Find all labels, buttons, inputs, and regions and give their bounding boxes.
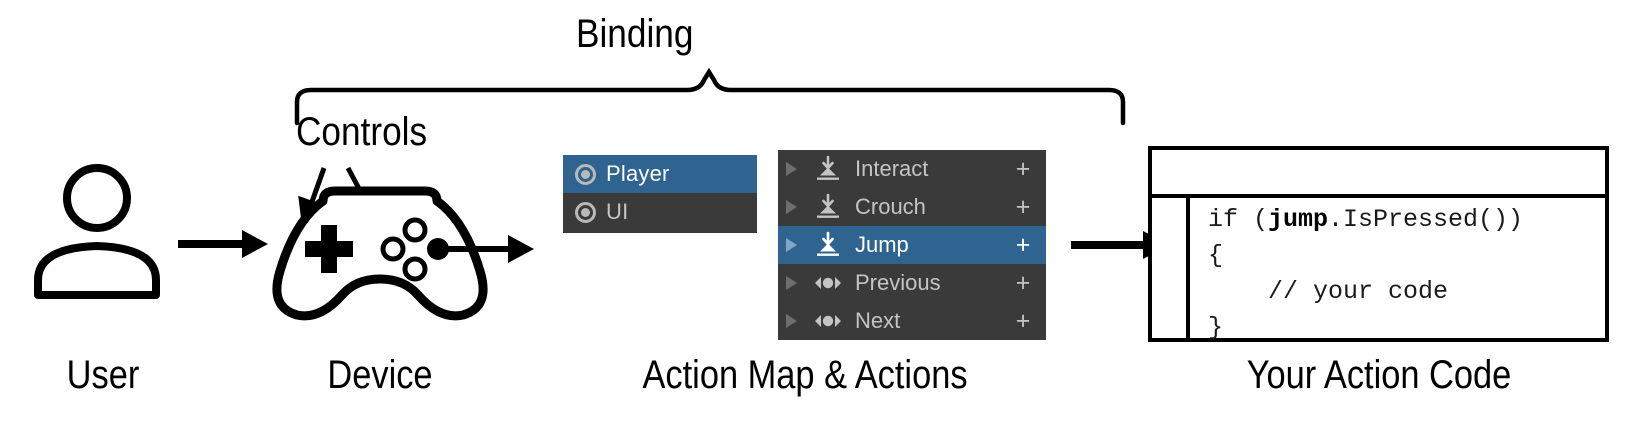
- axis-1d-action-icon: [815, 315, 841, 327]
- foldout-triangle-icon[interactable]: [786, 238, 797, 252]
- actions-panel[interactable]: Interact + Crouch + Jump + Previous + Next +: [778, 150, 1046, 340]
- action-map-label: UI: [606, 199, 629, 224]
- action-row[interactable]: Interact +: [778, 150, 1046, 188]
- button-action-icon: [817, 155, 839, 180]
- axis-1d-action-icon: [815, 277, 841, 289]
- plus-icon[interactable]: +: [1015, 268, 1031, 297]
- action-label: Crouch: [855, 194, 926, 219]
- foldout-triangle-icon[interactable]: [786, 314, 797, 328]
- controls-label: Controls: [296, 110, 428, 154]
- right-arrow-icon-2: [430, 235, 534, 263]
- plus-icon[interactable]: +: [1015, 306, 1031, 335]
- code-bold-token: jump: [1268, 205, 1329, 234]
- code-window-title-bar: [1152, 150, 1605, 198]
- plus-icon[interactable]: +: [1015, 230, 1031, 259]
- action-label: Jump: [855, 232, 909, 257]
- action-map-row[interactable]: Player: [563, 155, 757, 193]
- right-arrow-icon: [178, 230, 268, 258]
- action-row[interactable]: Next +: [778, 302, 1046, 340]
- plus-icon[interactable]: +: [1015, 192, 1031, 221]
- your-action-code-window[interactable]: if (jump.IsPressed()) { // your code }: [1148, 146, 1609, 342]
- plus-icon[interactable]: +: [1015, 154, 1031, 183]
- binding-label: Binding: [576, 12, 694, 56]
- action-label: Next: [855, 308, 901, 333]
- target-radio-icon: [575, 163, 596, 185]
- target-radio-icon: [575, 201, 596, 223]
- foldout-triangle-icon[interactable]: [786, 276, 797, 290]
- button-action-icon: [817, 231, 839, 256]
- caption-actions: Action Map & Actions: [642, 353, 968, 397]
- curly-brace-icon: [294, 67, 1126, 126]
- user-person-icon: [34, 164, 160, 299]
- button-action-icon: [817, 193, 839, 218]
- foldout-triangle-icon[interactable]: [786, 200, 797, 214]
- action-row[interactable]: Previous +: [778, 264, 1046, 302]
- code-text: if (jump.IsPressed()) { // your code }: [1208, 205, 1524, 342]
- caption-device: Device: [327, 353, 433, 397]
- action-row[interactable]: Jump +: [778, 226, 1046, 264]
- action-map-row[interactable]: UI: [563, 193, 757, 231]
- code-gutter: [1186, 194, 1190, 338]
- caption-code: Your Action Code: [1246, 353, 1512, 397]
- action-map-label: Player: [606, 161, 670, 186]
- foldout-triangle-icon[interactable]: [786, 162, 797, 176]
- caption-user: User: [66, 353, 140, 397]
- action-row[interactable]: Crouch +: [778, 188, 1046, 226]
- action-label: Previous: [855, 270, 941, 295]
- action-label: Interact: [855, 156, 929, 181]
